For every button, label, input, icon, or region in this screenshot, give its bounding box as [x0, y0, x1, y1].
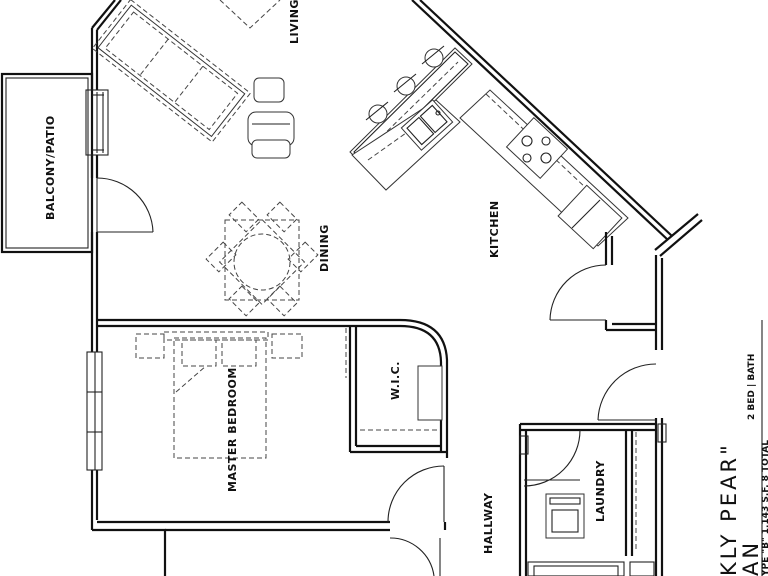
kitchen-counters — [349, 45, 629, 250]
dining-table — [205, 201, 319, 317]
exterior-walls — [90, 0, 703, 576]
kitchen-label: KITCHEN — [488, 200, 501, 258]
armchair — [247, 111, 295, 159]
kitchen-sink — [400, 99, 454, 151]
balcony-label: BALCONY/PATIO — [44, 115, 57, 220]
hallway-label: HALLWAY — [482, 492, 495, 554]
interior-walls — [86, 232, 667, 576]
plan-spec: 2 BED | BATH — [747, 354, 757, 420]
plan-title-block: KLY PEAR" AN 2 BED | BATH YPE "B" 1,143 … — [717, 320, 768, 576]
kitchen-range — [505, 116, 569, 180]
living-furniture — [91, 0, 295, 159]
plan-type: YPE "B" 1,143 S.F. 8 TOTAL — [761, 440, 768, 576]
plan-subtitle: AN — [739, 540, 763, 576]
wic-label: W.I.C. — [389, 361, 402, 400]
laundry-label: LAUNDRY — [594, 460, 607, 522]
washer-dryer — [545, 493, 585, 539]
master-bedroom-label: MASTER BEDROOM — [226, 367, 239, 492]
bar-stools — [365, 45, 445, 124]
bed — [135, 331, 303, 459]
sofa — [91, 0, 252, 143]
dining-label: DINING — [318, 224, 331, 272]
room-labels: LIVING BALCONY/PATIO DINING KITCHEN MAST… — [44, 0, 607, 554]
balcony-patio — [0, 72, 154, 254]
plan-name: KLY PEAR" — [717, 442, 741, 576]
living-label: LIVING — [288, 0, 301, 44]
